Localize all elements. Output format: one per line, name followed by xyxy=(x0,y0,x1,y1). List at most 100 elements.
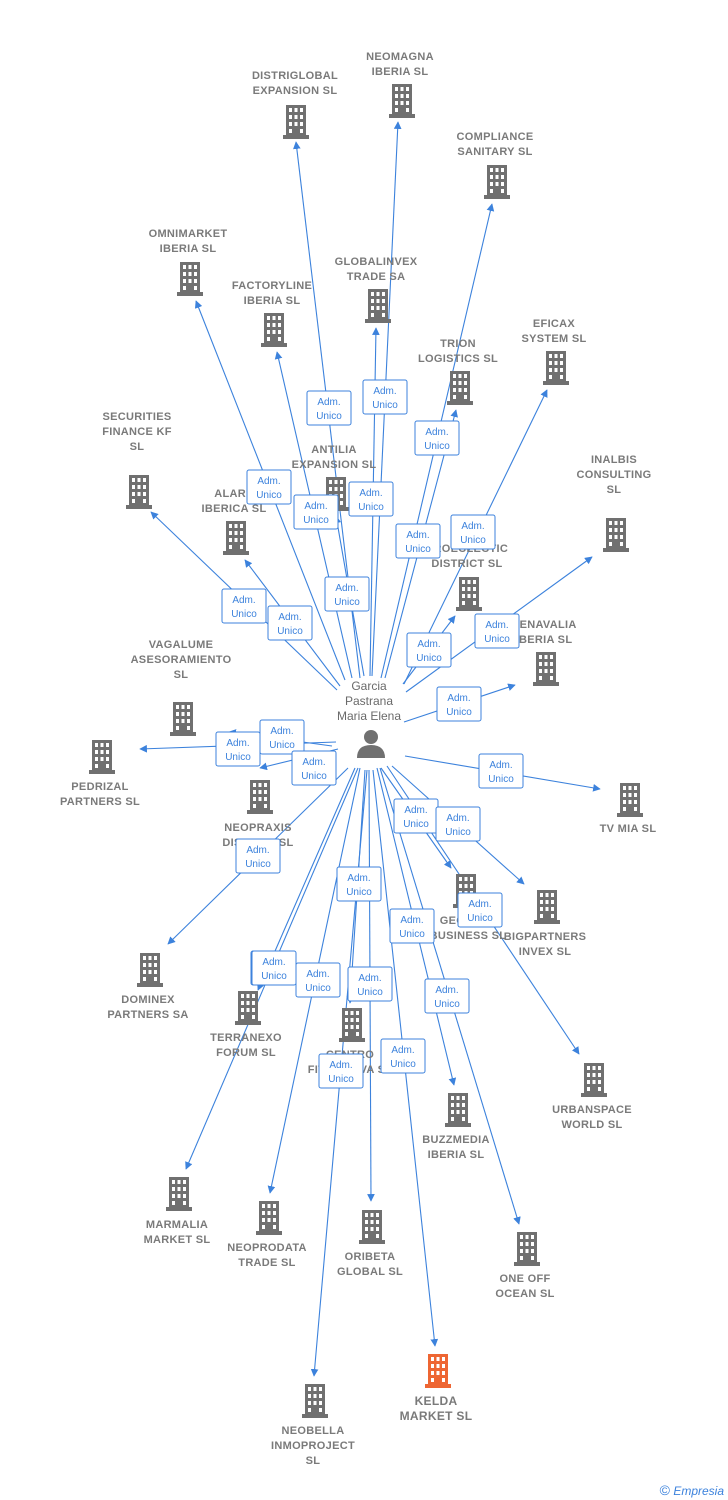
building-icon xyxy=(235,991,261,1025)
company-label-line: CONSULTING xyxy=(577,469,652,481)
role-badge-proeclectic[interactable]: Adm.Unico xyxy=(406,632,452,668)
role-badge-dominex[interactable]: Adm.Unico xyxy=(235,838,281,874)
company-label-line: IBERICA SL xyxy=(202,503,267,515)
building-icon xyxy=(514,1232,540,1266)
company-label-line: TRADE SA xyxy=(347,271,406,283)
role-badge-neoprodata[interactable]: Adm.Unico xyxy=(295,962,341,998)
role-badge-kelda[interactable]: Adm.Unico xyxy=(380,1038,426,1074)
company-label-line: PARTNERS SL xyxy=(60,796,140,808)
person-name-line: Garcia xyxy=(351,679,387,693)
role-badge-centro[interactable]: Adm.Unico xyxy=(347,966,393,1002)
role-badge-frame xyxy=(457,892,503,928)
company-label-line: TERRANEXO xyxy=(210,1032,282,1044)
role-badge-text: Unico xyxy=(358,502,384,513)
role-badge-distriglobal[interactable]: Adm.Unico xyxy=(306,390,352,426)
person-icon-head xyxy=(364,730,378,744)
building-icon xyxy=(89,740,115,774)
role-badge-factoryline[interactable]: Adm.Unico xyxy=(293,494,339,530)
role-badge-text: Unico xyxy=(445,827,471,838)
role-badge-oneoff[interactable]: Adm.Unico xyxy=(424,978,470,1014)
role-badge-trion[interactable]: Adm.Unico xyxy=(395,523,441,559)
role-badge-bigpartners[interactable]: Adm.Unico xyxy=(435,806,481,842)
company-node-globalinvex[interactable]: GLOBALINVEX TRADE SA xyxy=(335,256,418,323)
role-badge-alare[interactable]: Adm.Unico xyxy=(267,605,313,641)
company-label-line: MARKET SL xyxy=(400,1409,473,1423)
role-badge-oribeta[interactable]: Adm.Unico xyxy=(336,866,382,902)
role-badge-frame xyxy=(478,753,524,789)
company-label-line: LOGISTICS SL xyxy=(418,353,498,365)
role-badge-text: Adm. xyxy=(489,760,512,771)
company-label-line: SL xyxy=(306,1455,321,1467)
role-badge-frame xyxy=(295,962,341,998)
role-badge-inalbis[interactable]: Adm.Unico xyxy=(474,613,520,649)
company-label-line: NEOMAGNA xyxy=(366,51,434,63)
role-badge-neopraxis[interactable]: Adm.Unico xyxy=(291,750,337,786)
role-badge-globalinvex[interactable]: Adm.Unico xyxy=(348,481,394,517)
company-label-line: NEOPRAXIS xyxy=(224,822,292,834)
building-icon xyxy=(339,1008,365,1042)
role-badge-frame xyxy=(395,523,441,559)
company-label-line: BENAVALIA xyxy=(511,619,576,631)
role-badge-marmalia[interactable]: Adm.Unico xyxy=(251,950,297,986)
role-badge-text: Unico xyxy=(446,707,472,718)
role-badge-urbanspace[interactable]: Adm.Unico xyxy=(457,892,503,928)
footer-credit[interactable]: © Empresia xyxy=(660,1482,724,1498)
role-badge-eficax[interactable]: Adm.Unico xyxy=(450,514,496,550)
building-icon xyxy=(359,1210,385,1244)
role-badge-frame xyxy=(389,908,435,944)
role-badge-antilia[interactable]: Adm.Unico xyxy=(324,576,370,612)
role-badge-securities[interactable]: Adm.Unico xyxy=(221,588,267,624)
building-icon xyxy=(137,953,163,987)
role-badge-text: Unico xyxy=(328,1074,354,1085)
role-badge-text: Adm. xyxy=(373,386,396,397)
role-badge-neobella[interactable]: Adm.Unico xyxy=(318,1053,364,1089)
company-node-pedrizal[interactable]: PEDRIZAL PARTNERS SL xyxy=(60,740,140,808)
company-label-line: FACTORYLINE xyxy=(232,280,312,292)
company-label-line: PEDRIZAL xyxy=(71,781,128,793)
company-node-tvmia[interactable]: TV MIA SL xyxy=(600,783,657,835)
role-badge-frame xyxy=(435,806,481,842)
role-badge-benavalia[interactable]: Adm.Unico xyxy=(436,686,482,722)
role-badge-geotech[interactable]: Adm.Unico xyxy=(393,798,439,834)
role-badge-neomagna[interactable]: Adm.Unico xyxy=(362,379,408,415)
role-badge-omnimarket[interactable]: Adm.Unico xyxy=(246,469,292,505)
role-badge-text: Adm. xyxy=(226,738,249,749)
role-badge-pedrizal[interactable]: Adm.Unico xyxy=(215,731,261,767)
role-badge-vagalume[interactable]: Adm.Unico xyxy=(259,719,305,755)
role-badge-text: Unico xyxy=(231,609,257,620)
role-badge-compliance[interactable]: Adm.Unico xyxy=(414,420,460,456)
role-badge-buzzmedia[interactable]: Adm.Unico xyxy=(389,908,435,944)
company-label-line: GLOBALINVEX xyxy=(335,256,418,268)
role-badge-text: Unico xyxy=(405,544,431,555)
company-label-line: DOMINEX xyxy=(121,994,175,1006)
role-badge-tvmia[interactable]: Adm.Unico xyxy=(478,753,524,789)
